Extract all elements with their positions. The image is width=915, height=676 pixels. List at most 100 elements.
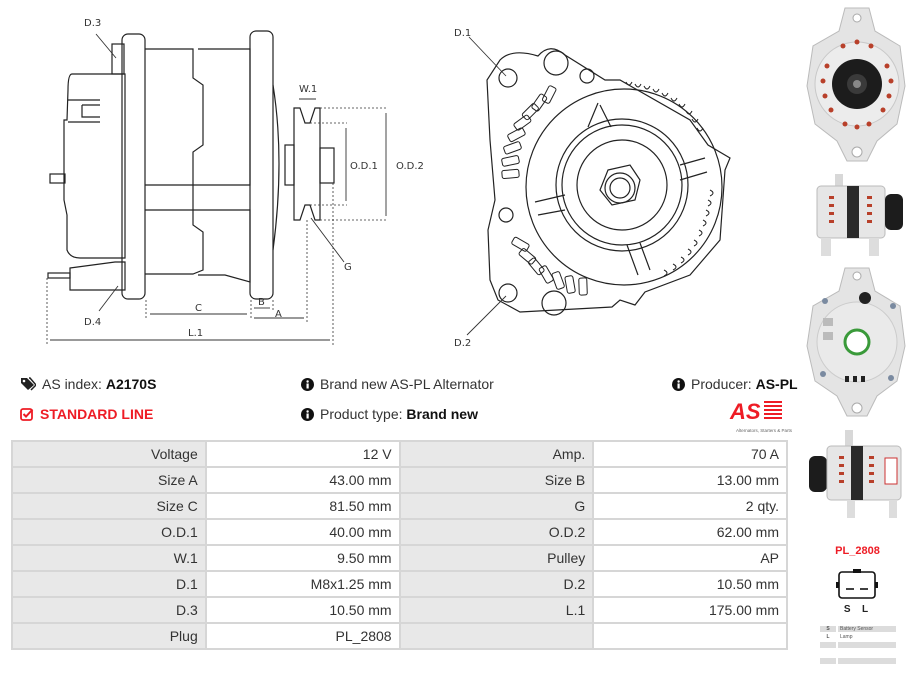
label-d2: D.2 [454, 338, 471, 349]
label-g: G [344, 262, 352, 273]
label-l1: L.1 [188, 328, 203, 339]
fan-ring [525, 88, 723, 286]
pin-desc: Lamp [840, 634, 853, 640]
as-index: AS index: A2170S [20, 376, 156, 392]
spec-value [592, 622, 788, 650]
spec-label: Size A [11, 466, 207, 494]
logo-text: AS [729, 399, 761, 422]
pin-desc [838, 658, 896, 664]
label-od2: O.D.2 [396, 161, 424, 172]
label-d1: D.1 [454, 28, 471, 39]
pin-key [820, 642, 836, 648]
plug-title: PL_2808 [835, 545, 880, 557]
front-view-drawing: D.1 D.2 [454, 28, 731, 349]
spec-label: G [398, 492, 595, 520]
brand-text: Brand new AS-PL Alternator [320, 376, 494, 392]
product-type-label: Product type: [320, 406, 403, 422]
pin-key: S [820, 626, 836, 632]
spec-value: 10.50 mm [592, 570, 788, 598]
spec-value: M8x1.25 mm [204, 570, 401, 598]
label-od1: O.D.1 [350, 161, 378, 172]
rear-flange [121, 33, 146, 300]
as-index-value: A2170S [105, 376, 157, 392]
spec-value: 12 V [204, 440, 401, 468]
product-photo-side-1[interactable] [805, 172, 909, 260]
spec-label: O.D.2 [398, 518, 595, 546]
spec-label [398, 622, 595, 650]
plug-connector-icon [836, 569, 878, 599]
product-photo-rear[interactable] [805, 266, 909, 422]
spec-value: AP [592, 544, 788, 572]
spec-value: 175.00 mm [592, 596, 788, 624]
pin-desc [838, 650, 896, 656]
product-type-value: Brand new [406, 406, 478, 422]
rear-cover [63, 73, 126, 259]
product-photo-side-2[interactable] [805, 428, 909, 520]
spec-value: PL_2808 [204, 622, 401, 650]
spec-label: Voltage [11, 440, 207, 468]
label-a: A [275, 309, 282, 320]
spec-label: Amp. [398, 440, 595, 468]
pin-row [820, 650, 896, 656]
label-w1: W.1 [299, 84, 317, 95]
spec-value: 9.50 mm [204, 544, 401, 572]
pin-row [820, 658, 896, 664]
producer-label: Producer: [691, 376, 752, 392]
pin-desc: Battery Sensor [838, 626, 896, 632]
pin-key [820, 650, 836, 656]
spec-value: 62.00 mm [592, 518, 788, 546]
spec-label: W.1 [11, 544, 207, 572]
standard-line-badge: STANDARD LINE [20, 406, 153, 422]
producer-value: AS-PL [755, 376, 798, 392]
info-circle-icon [301, 408, 314, 421]
spec-value: 2 qty. [592, 492, 788, 520]
spec-label: D.3 [11, 596, 207, 624]
pulley [293, 107, 321, 221]
housing-outline [486, 48, 731, 313]
spec-label: L.1 [398, 596, 595, 624]
spec-label: Size B [398, 466, 595, 494]
producer: Producer: AS-PL [672, 376, 798, 392]
check-square-icon [20, 408, 34, 421]
label-b: B [258, 297, 265, 308]
spec-value: 81.50 mm [204, 492, 401, 520]
front-flange [249, 30, 274, 300]
as-logo-mark: AS [729, 399, 782, 424]
brand-info: Brand new AS-PL Alternator [301, 376, 494, 392]
as-index-label: AS index: [42, 376, 102, 392]
pin-desc [838, 642, 896, 648]
pulley-nut [599, 164, 641, 206]
label-c: C [195, 303, 202, 314]
as-pl-logo: AS Alternators, Starters & Parts [716, 398, 792, 433]
terminal-stud [49, 173, 66, 184]
spec-label: Size C [11, 492, 207, 520]
spec-value: 13.00 mm [592, 466, 788, 494]
pin-key [820, 658, 836, 664]
pin-row [820, 642, 896, 648]
side-view-drawing: D.3 D.4 W.1 O.D.1 O.D.2 G A B C L.1 [46, 18, 424, 345]
logo-tagline: Alternators, Starters & Parts [735, 428, 792, 433]
spec-label: D.1 [11, 570, 207, 598]
product-type: Product type: Brand new [301, 406, 478, 422]
standard-line-label: STANDARD LINE [40, 406, 154, 422]
product-photo-front[interactable] [805, 6, 909, 166]
label-d3: D.3 [84, 18, 101, 29]
spec-label: Plug [11, 622, 207, 650]
spec-label: O.D.1 [11, 518, 207, 546]
spec-value: 10.50 mm [204, 596, 401, 624]
spec-value: 40.00 mm [204, 518, 401, 546]
info-circle-icon [672, 378, 685, 391]
spec-value: 43.00 mm [204, 466, 401, 494]
plug-terminals: S L [843, 604, 871, 615]
